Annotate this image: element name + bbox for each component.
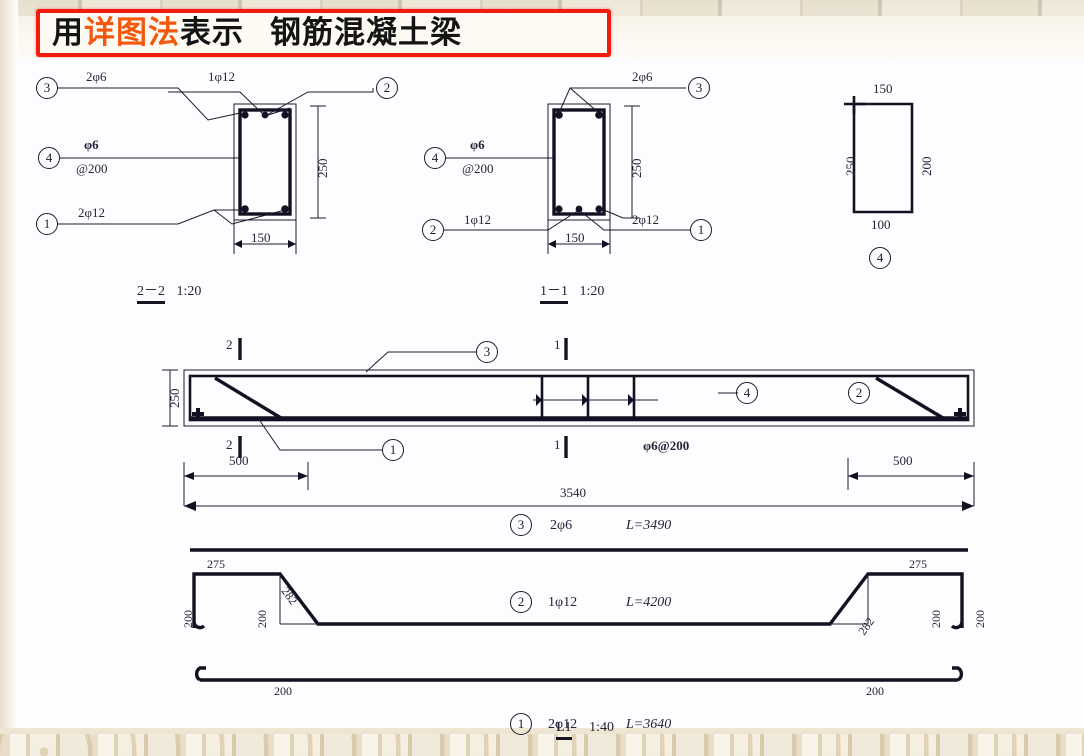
bar-2-dim-left-inner-vert: 200 — [255, 610, 269, 628]
bubble-label: 1 — [697, 222, 705, 237]
drawing-canvas: 3 2φ6 2 1φ12 4 φ6 @200 1 2φ12 250 150 2－… — [18, 58, 1084, 740]
bar-schedule-bubble-1[interactable]: 1 — [510, 713, 532, 735]
stirrup-detail-bubble-4[interactable]: 4 — [869, 247, 891, 269]
bar-1-shape — [194, 666, 964, 682]
bar-2-dim-left-end-vert: 200 — [181, 610, 195, 628]
elevation-dim-height: 250 — [167, 388, 182, 409]
bubble-label: 4 — [743, 385, 751, 400]
bar-schedule-bubble-2[interactable]: 2 — [510, 591, 532, 613]
section-2-2-caption-scale: 1:20 — [176, 284, 202, 299]
bar-2-dim-left-bottom: 200 — [274, 684, 292, 698]
elevation-section-mark-left-bottom: 2 — [226, 437, 233, 452]
elevation-dim-total: 3540 — [560, 485, 586, 500]
section-2-2-bubble-1[interactable]: 1 — [36, 213, 58, 235]
elevation-bubble-2[interactable]: 2 — [848, 382, 870, 404]
section-1-1-dim-width: 150 — [565, 230, 585, 245]
bar-schedule-spec-3: 2φ6 — [550, 518, 573, 533]
bubble-label: 3 — [517, 517, 525, 532]
section-1-1-label-1phi12: 1φ12 — [464, 212, 492, 227]
bubble-label: 3 — [483, 344, 491, 359]
bar-schedule-length-3: L=3490 — [626, 518, 672, 533]
bar-schedule-spec-1: 2φ12 — [548, 717, 578, 732]
elevation-stirrup-note: φ6@200 — [643, 438, 690, 453]
bar-schedule-length-2: L=4200 — [626, 595, 672, 610]
bar-2-dim-right-inner-vert: 200 — [929, 610, 943, 628]
elevation-dim-right-500: 500 — [893, 453, 913, 468]
bubble-label: 2 — [855, 385, 863, 400]
stirrup-detail-dim-left: 250 — [843, 156, 858, 177]
bubble-label: 1 — [43, 216, 51, 231]
bar-schedule-bubble-3[interactable]: 3 — [510, 514, 532, 536]
title-text-part1: 用 — [52, 14, 84, 51]
section-2-2-label-2phi6: 2φ6 — [86, 69, 107, 84]
section-2-2-label-spacing: @200 — [76, 161, 108, 176]
section-1-1-bubble-2[interactable]: 2 — [422, 219, 444, 241]
bubble-label: 2 — [517, 594, 525, 609]
elevation-section-mark-left-top: 2 — [226, 337, 233, 352]
section-1-1-dim-height: 250 — [629, 158, 644, 179]
section-2-2-bubble-3[interactable]: 3 — [36, 77, 58, 99]
bar-2-shape — [192, 572, 964, 630]
drawing-footer-scale: 1:40 — [589, 720, 614, 735]
section-2-2-label-phi6: φ6 — [84, 137, 99, 152]
bubble-label: 2 — [383, 80, 391, 95]
stirrup-detail-dim-top: 150 — [873, 81, 893, 96]
stirrup-detail-dim-bottom: 100 — [871, 217, 891, 232]
bubble-label: 4 — [431, 150, 439, 165]
section-1-1-bubble-3[interactable]: 3 — [688, 77, 710, 99]
decorative-bottom-pattern — [0, 734, 1084, 756]
section-1-1-label-phi6: φ6 — [470, 137, 485, 152]
bubble-label: 1 — [517, 716, 525, 731]
elevation-bubble-1[interactable]: 1 — [382, 439, 404, 461]
bubble-label: 3 — [695, 80, 703, 95]
bar-3-shape — [190, 548, 968, 552]
section-1-1-label-spacing: @200 — [462, 161, 494, 176]
bar-2-dim-right-top: 275 — [909, 557, 927, 571]
elevation-section-mark-mid-top: 1 — [554, 337, 561, 352]
bar-2-dim-right-bottom: 200 — [866, 684, 884, 698]
bubble-label: 4 — [45, 150, 53, 165]
stirrup-detail-dim-right: 200 — [919, 156, 934, 177]
elevation-dim-left-500: 500 — [229, 453, 249, 468]
bubble-label: 4 — [876, 250, 884, 265]
drawing-footer-label: L1 — [556, 720, 572, 740]
section-2-2-bubble-4[interactable]: 4 — [38, 147, 60, 169]
section-1-1-label-2phi6: 2φ6 — [632, 69, 653, 84]
title-text-part2: 表示 — [180, 14, 244, 51]
bar-2-dim-left-top: 275 — [207, 557, 225, 571]
section-1-1-bubble-4[interactable]: 4 — [424, 147, 446, 169]
bar-2-dim-right-end-vert: 200 — [973, 610, 987, 628]
bubble-label: 1 — [389, 442, 397, 457]
section-2-2-dim-height: 250 — [315, 158, 330, 179]
section-1-1-caption: 1－1 1:20 — [540, 280, 605, 304]
slide-title-box: 用 详图法 表示 钢筋混凝土梁 — [36, 9, 611, 57]
section-1-1-caption-label: 1－1 — [540, 284, 568, 304]
section-2-2-caption-label: 2－2 — [137, 284, 165, 304]
section-2-2-label-1phi12: 1φ12 — [208, 69, 236, 84]
elevation-bubble-4[interactable]: 4 — [736, 382, 758, 404]
section-2-2-dim-width: 150 — [251, 230, 271, 245]
bar-schedule-spec-2: 1φ12 — [548, 595, 578, 610]
section-2-2-caption: 2－2 1:20 — [137, 280, 202, 304]
bubble-label: 3 — [43, 80, 51, 95]
slide-left-strip — [0, 0, 18, 756]
stirrup-detail-geometry — [844, 96, 914, 214]
title-text-accent: 详图法 — [84, 14, 180, 51]
section-1-1-caption-scale: 1:20 — [579, 284, 605, 299]
elevation-geometry — [162, 338, 975, 511]
elevation-section-mark-mid-bottom: 1 — [554, 437, 561, 452]
elevation-bubble-3[interactable]: 3 — [476, 341, 498, 363]
section-1-1-bubble-1[interactable]: 1 — [690, 219, 712, 241]
title-text-part3: 钢筋混凝土梁 — [270, 14, 462, 51]
section-2-2-bubble-2[interactable]: 2 — [376, 77, 398, 99]
bar-schedule-length-1: L=3640 — [626, 717, 672, 732]
section-1-1-label-2phi12: 2φ12 — [632, 212, 660, 227]
section-2-2-geometry — [58, 87, 374, 254]
drawing-footer-title: L1 1:40 — [556, 720, 614, 740]
bubble-label: 2 — [429, 222, 437, 237]
section-2-2-label-2phi12: 2φ12 — [78, 205, 106, 220]
section-1-1-geometry — [444, 87, 690, 254]
